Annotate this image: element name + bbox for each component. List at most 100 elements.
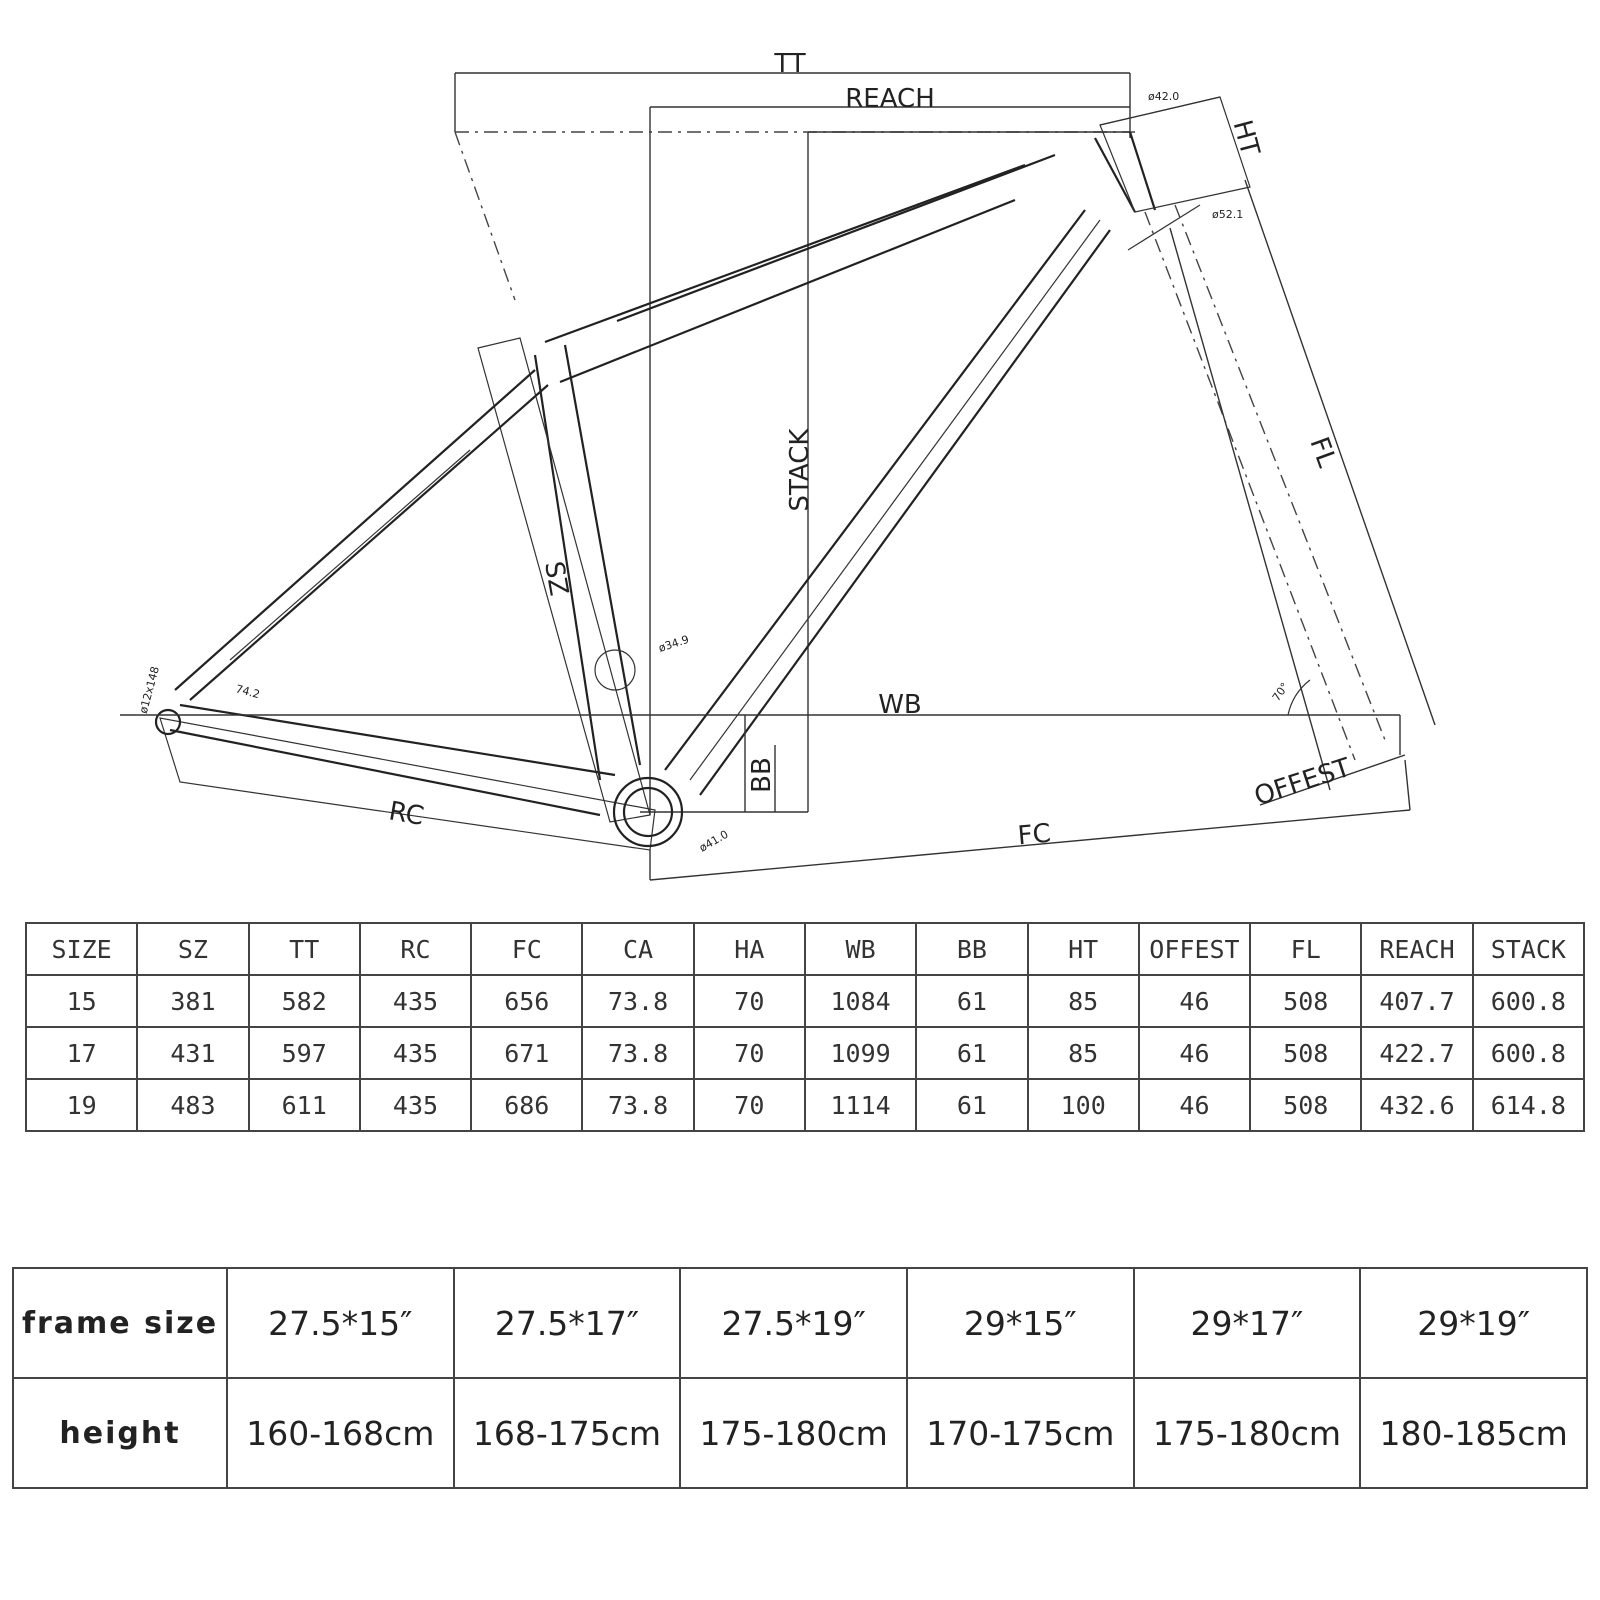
geometry-header-row: SIZE SZ TT RC FC CA HA WB BB HT OFFEST F… — [24, 922, 1586, 976]
table-row: 15 381 582 435 656 73.8 70 1084 61 85 46… — [24, 974, 1586, 1028]
rc-label: RC — [387, 796, 427, 832]
rear-dropout: ø12x148 — [137, 665, 182, 736]
header-cell: HT — [1026, 922, 1140, 976]
table-cell: 100 — [1026, 1078, 1140, 1132]
header-cell: HA — [692, 922, 806, 976]
reach-label: REACH — [845, 84, 935, 114]
dropout-annotation: ø12x148 — [137, 665, 162, 715]
fc-dimension: FC — [649, 759, 1411, 881]
table-cell: 19 — [24, 1078, 139, 1132]
header-cell: RC — [358, 922, 473, 976]
table-cell: 1099 — [803, 1026, 918, 1080]
frame-size-label: frame size — [12, 1267, 228, 1379]
tt-dimension: TT — [454, 49, 1135, 138]
height-cell: 175-180cm — [1132, 1377, 1362, 1489]
table-cell: 508 — [1249, 1026, 1363, 1080]
table-cell: 614.8 — [1471, 1078, 1586, 1132]
wb-label: WB — [878, 690, 922, 720]
table-cell: 61 — [915, 974, 1029, 1028]
bb-dimension: BB — [744, 715, 777, 812]
table-cell: 73.8 — [581, 1026, 695, 1080]
header-cell: FC — [470, 922, 584, 976]
table-cell: 85 — [1026, 974, 1140, 1028]
header-cell: STACK — [1471, 922, 1586, 976]
header-cell: CA — [581, 922, 695, 976]
table-cell: 70 — [692, 1026, 806, 1080]
fork-axis: FL 70° — [1144, 179, 1436, 791]
table-cell: 656 — [470, 974, 584, 1028]
size-table: frame size 27.5*15″ 27.5*17″ 27.5*19″ 29… — [12, 1267, 1588, 1489]
table-cell: 671 — [470, 1026, 584, 1080]
header-cell: OFFEST — [1137, 922, 1252, 976]
bottom-bracket: ø41.0 — [612, 776, 731, 855]
header-cell: SZ — [136, 922, 250, 976]
table-cell: 73.8 — [581, 974, 695, 1028]
table-cell: 61 — [915, 1078, 1029, 1132]
table-cell: 611 — [247, 1078, 361, 1132]
chain-stay: RC 74.2 — [159, 682, 656, 851]
table-cell: 432.6 — [1360, 1078, 1474, 1132]
geometry-table: SIZE SZ TT RC FC CA HA WB BB HT OFFEST F… — [24, 922, 1586, 1132]
brake-annotation: 74.2 — [234, 682, 261, 701]
head-tube: ø42.0 ø52.1 HT — [1094, 90, 1265, 251]
frame-size-row: frame size 27.5*15″ 27.5*17″ 27.5*19″ 29… — [12, 1267, 1588, 1379]
frame-size-cell: 27.5*17″ — [452, 1267, 682, 1379]
height-cell: 175-180cm — [679, 1377, 908, 1489]
table-cell: 381 — [136, 974, 250, 1028]
table-cell: 15 — [24, 974, 139, 1028]
table-cell: 686 — [470, 1078, 584, 1132]
sz-label: SZ — [538, 559, 574, 598]
header-cell: REACH — [1360, 922, 1474, 976]
table-row: 17 431 597 435 671 73.8 70 1099 61 85 46… — [24, 1026, 1586, 1080]
head-bottom-annotation: ø52.1 — [1212, 208, 1243, 221]
table-cell: 17 — [24, 1026, 139, 1080]
table-cell: 508 — [1249, 1078, 1363, 1132]
bb-annotation: ø41.0 — [697, 828, 731, 855]
table-cell: 435 — [358, 974, 473, 1028]
fl-label: FL — [1303, 433, 1341, 471]
bb-label: BB — [747, 757, 777, 793]
tt-label: TT — [773, 49, 805, 79]
frame-size-cell: 29*15″ — [905, 1267, 1135, 1379]
table-cell: 422.7 — [1360, 1026, 1474, 1080]
wb-dimension: WB — [120, 690, 1401, 755]
table-cell: 1084 — [803, 974, 918, 1028]
down-tube — [664, 209, 1111, 796]
angle-annotation: 70° — [1270, 680, 1292, 703]
table-cell: 46 — [1137, 974, 1252, 1028]
table-cell: 483 — [136, 1078, 250, 1132]
table-cell: 85 — [1026, 1026, 1140, 1080]
table-cell: 582 — [247, 974, 361, 1028]
table-cell: 46 — [1137, 1078, 1252, 1132]
offset-dimension: OFFEST — [1251, 753, 1406, 812]
fc-label: FC — [1017, 819, 1053, 852]
seat-tube: ø34.9 SZ — [477, 337, 691, 823]
frame-size-cell: 29*17″ — [1132, 1267, 1362, 1379]
table-cell: 600.8 — [1471, 1026, 1586, 1080]
header-cell: FL — [1249, 922, 1363, 976]
header-cell: WB — [803, 922, 918, 976]
header-cell: BB — [915, 922, 1029, 976]
height-cell: 180-185cm — [1359, 1377, 1588, 1489]
frame-size-cell: 27.5*15″ — [226, 1267, 455, 1379]
offset-label: OFFEST — [1251, 753, 1355, 812]
table-cell: 61 — [915, 1026, 1029, 1080]
table-cell: 407.7 — [1360, 974, 1474, 1028]
table-row: 19 483 611 435 686 73.8 70 1114 61 100 4… — [24, 1078, 1586, 1132]
table-cell: 46 — [1137, 1026, 1252, 1080]
table-cell: 600.8 — [1471, 974, 1586, 1028]
header-cell: SIZE — [24, 922, 139, 976]
table-cell: 597 — [247, 1026, 361, 1080]
frame-size-cell: 27.5*19″ — [679, 1267, 908, 1379]
height-cell: 170-175cm — [905, 1377, 1135, 1489]
ht-label: HT — [1227, 117, 1265, 159]
table-cell: 73.8 — [581, 1078, 695, 1132]
table-cell: 508 — [1249, 974, 1363, 1028]
table-cell: 431 — [136, 1026, 250, 1080]
seat-stay — [174, 369, 549, 701]
table-cell: 435 — [358, 1078, 473, 1132]
frame-size-cell: 29*19″ — [1359, 1267, 1588, 1379]
height-row: height 160-168cm 168-175cm 175-180cm 170… — [12, 1377, 1588, 1489]
table-cell: 1114 — [803, 1078, 918, 1132]
header-cell: TT — [247, 922, 361, 976]
